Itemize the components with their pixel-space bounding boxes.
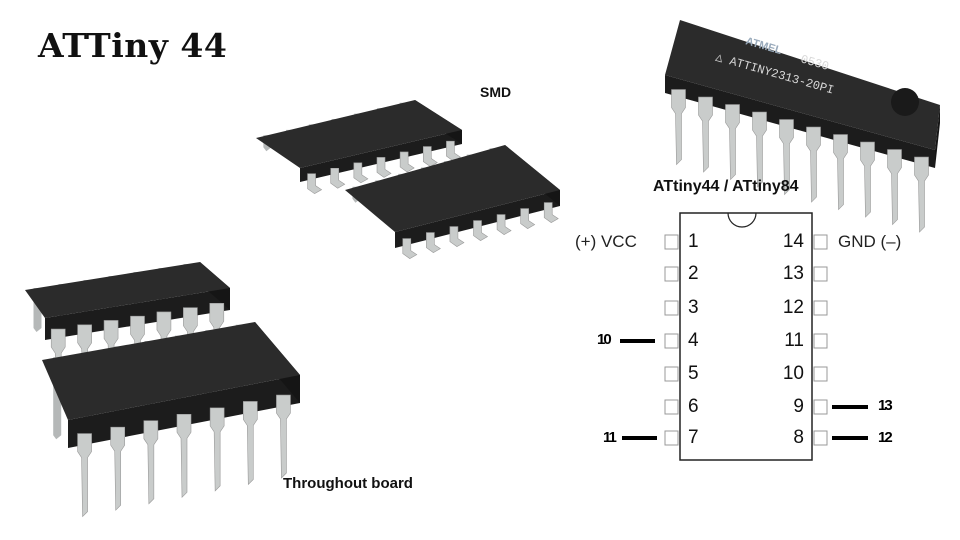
vcc-label: (+) VCC bbox=[575, 232, 637, 251]
chip-leg bbox=[496, 214, 512, 235]
chip-leg bbox=[110, 426, 126, 511]
chip-leg bbox=[473, 220, 489, 241]
pin-number-right: 12 bbox=[782, 297, 804, 318]
pin-number-right: 9 bbox=[793, 396, 804, 417]
pin-number-right: 13 bbox=[782, 263, 804, 284]
smd-chip-2 bbox=[345, 145, 560, 259]
chip-side bbox=[395, 190, 560, 248]
chip-leg bbox=[698, 96, 713, 173]
pin-pad-right bbox=[813, 333, 828, 349]
pin-pad-left bbox=[664, 266, 679, 282]
pin-pad-left bbox=[664, 333, 679, 349]
chip-top bbox=[665, 20, 940, 150]
pin-number-right: 14 bbox=[782, 231, 804, 252]
chip-leg bbox=[176, 414, 192, 499]
chip-top bbox=[42, 322, 300, 420]
chip-top bbox=[345, 145, 560, 232]
chip-leg bbox=[887, 149, 902, 226]
through-hole-label: Throughout board bbox=[283, 475, 413, 492]
chip-leg bbox=[833, 134, 848, 211]
chip-leg bbox=[543, 202, 559, 223]
chip-end bbox=[935, 105, 940, 168]
chip-leg bbox=[725, 104, 740, 181]
chip-leg bbox=[307, 173, 323, 195]
dip-chip-back bbox=[25, 262, 230, 375]
pinout-diagram bbox=[620, 212, 868, 461]
pin-number-left: 7 bbox=[688, 427, 699, 448]
chip-leg bbox=[330, 167, 346, 189]
chip-leg bbox=[143, 420, 159, 505]
chip-leg bbox=[399, 151, 415, 173]
pin-pad-right bbox=[813, 366, 828, 382]
slide-title: ATTiny 44 bbox=[38, 26, 228, 65]
pin1-notch bbox=[891, 88, 919, 116]
pin-number-left: 3 bbox=[688, 297, 699, 318]
pin-pad-right bbox=[813, 300, 828, 316]
pin-number-left: 1 bbox=[688, 231, 699, 252]
external-label-pin8: 12 bbox=[878, 429, 893, 446]
external-label-pin7: 11 bbox=[603, 429, 617, 446]
pin-number-right: 8 bbox=[793, 427, 804, 448]
chip-leg bbox=[209, 407, 225, 492]
pin-pad-left bbox=[664, 234, 679, 250]
chip-leg bbox=[446, 140, 461, 162]
dip-chip-front bbox=[42, 322, 300, 518]
chip-leg bbox=[402, 238, 418, 259]
chip-side bbox=[68, 375, 300, 448]
gnd-label: GND (–) bbox=[838, 232, 902, 251]
chip-leg bbox=[449, 226, 465, 247]
pin-pad-left bbox=[664, 300, 679, 316]
pin-number-right: 11 bbox=[784, 330, 804, 351]
chip-leg bbox=[671, 89, 686, 166]
smd-label: SMD bbox=[480, 84, 512, 100]
chip-leg bbox=[422, 146, 438, 167]
chip-leg bbox=[806, 126, 821, 203]
pinout-title: ATtiny44 / ATtiny84 bbox=[653, 178, 799, 195]
pin-pad-left bbox=[664, 430, 679, 446]
chip-side bbox=[300, 130, 462, 182]
pin-number-left: 2 bbox=[688, 263, 699, 284]
chip-leg bbox=[914, 156, 929, 233]
external-label-pin4: 10 bbox=[597, 331, 612, 348]
pin-pad-left bbox=[664, 366, 679, 382]
pin-number-left: 6 bbox=[688, 396, 699, 417]
pin-number-right: 10 bbox=[782, 363, 804, 384]
chip-leg bbox=[860, 141, 875, 218]
chip-top bbox=[256, 100, 462, 168]
pin-pad-right bbox=[813, 430, 828, 446]
chip-leg bbox=[353, 162, 369, 184]
pin-pad-left bbox=[664, 399, 679, 415]
chip-leg bbox=[376, 157, 392, 178]
chip-leg bbox=[752, 111, 767, 188]
chip-leg bbox=[77, 433, 92, 518]
pin-pad-right bbox=[813, 234, 828, 250]
chip-leg bbox=[242, 401, 258, 486]
chip-leg bbox=[426, 232, 441, 253]
pin-pad-right bbox=[813, 399, 828, 415]
external-label-pin9: 13 bbox=[878, 397, 893, 414]
chip-top bbox=[25, 262, 230, 318]
chip-leg bbox=[779, 119, 794, 196]
chip-leg bbox=[276, 394, 291, 479]
pin-number-left: 4 bbox=[688, 330, 699, 351]
smd-chip-1 bbox=[256, 100, 462, 195]
pin-pad-right bbox=[813, 266, 828, 282]
pin-number-left: 5 bbox=[688, 363, 699, 384]
chip-leg bbox=[520, 208, 536, 229]
